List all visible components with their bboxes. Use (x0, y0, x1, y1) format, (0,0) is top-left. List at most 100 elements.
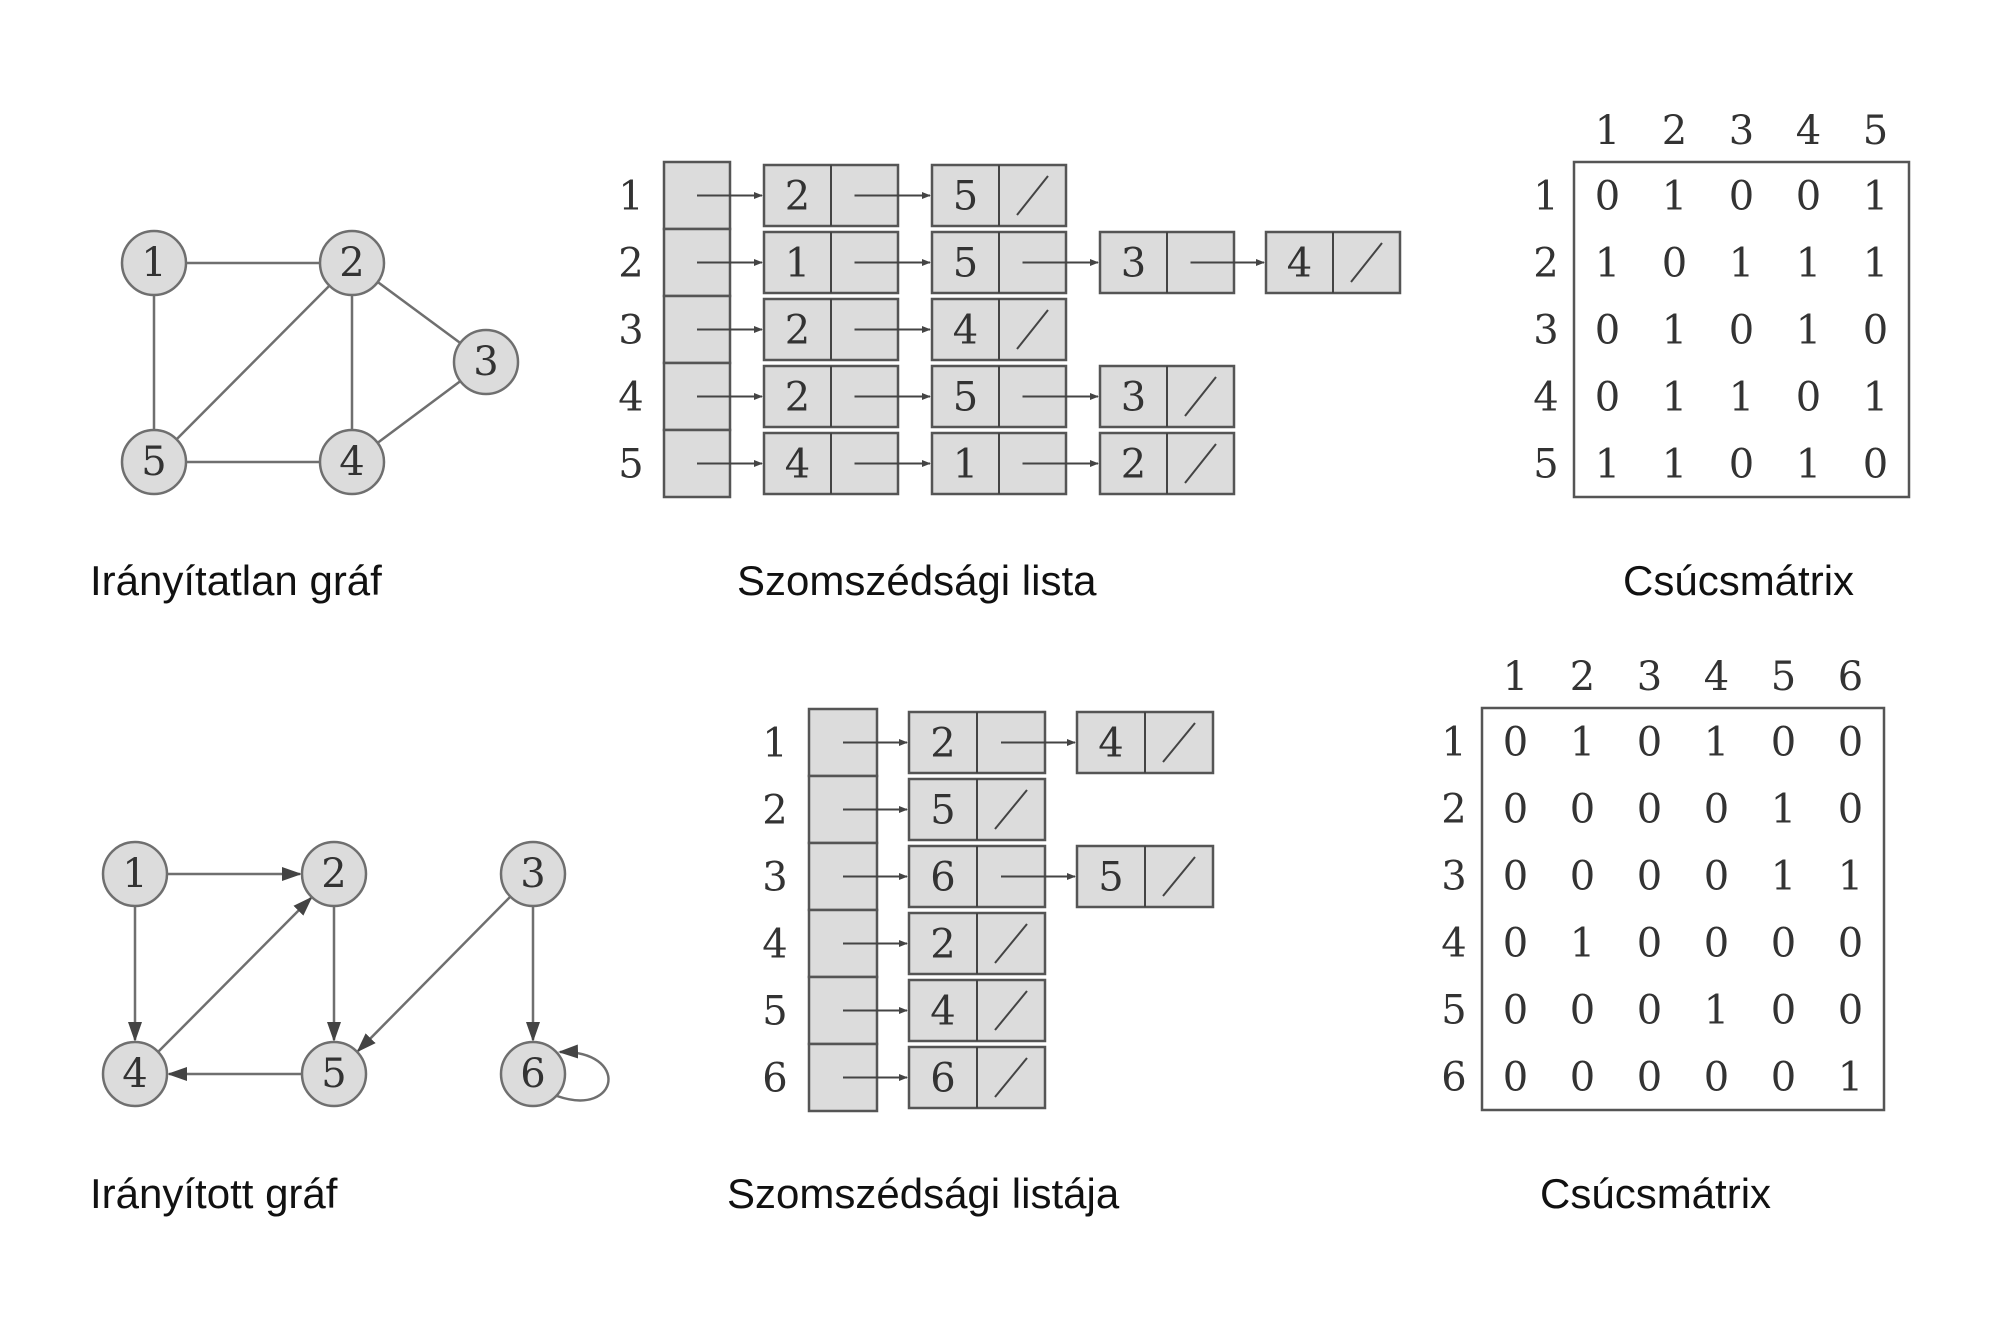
list-vertex-label: 2 (762, 788, 787, 834)
list-vertex-label: 4 (618, 375, 643, 421)
node-label: 6 (520, 1051, 545, 1097)
matrix-column-header: 1 (1595, 108, 1620, 154)
matrix-row-header: 3 (1533, 308, 1558, 354)
matrix-cell: 1 (1570, 921, 1595, 967)
list-node-value: 2 (930, 721, 955, 767)
matrix-cell: 1 (1771, 854, 1796, 900)
matrix-cell: 0 (1637, 720, 1662, 766)
list-node-value: 5 (953, 375, 978, 421)
matrix-row-header: 4 (1441, 921, 1466, 967)
list-node-value: 5 (953, 174, 978, 220)
matrix-cell: 0 (1704, 1055, 1729, 1101)
matrix-cell: 0 (1503, 921, 1528, 967)
null-slash (994, 923, 1028, 964)
matrix-row-header: 2 (1533, 241, 1558, 287)
list-node-value: 2 (1121, 442, 1146, 488)
matrix-cell: 0 (1838, 921, 1863, 967)
matrix-cell: 0 (1637, 1055, 1662, 1101)
matrix-cell: 1 (1662, 375, 1687, 421)
edge-6-to-6 (556, 1044, 610, 1102)
node-label: 5 (321, 1051, 346, 1097)
list-vertex-label: 2 (618, 241, 643, 287)
edge-4-to-2 (157, 896, 313, 1053)
graph-node (452, 328, 520, 396)
matrix-row-header: 5 (1533, 442, 1558, 488)
node-label: 4 (122, 1051, 147, 1097)
graph-node (318, 428, 386, 496)
matrix-cell: 0 (1570, 1055, 1595, 1101)
matrix-cell: 0 (1570, 787, 1595, 833)
matrix-cell: 1 (1729, 375, 1754, 421)
list-vertex-label: 6 (762, 1056, 787, 1102)
node-label: 4 (339, 439, 364, 485)
node-label: 2 (321, 851, 346, 897)
matrix-row-header: 1 (1533, 174, 1558, 220)
list-vertex-label: 4 (762, 922, 787, 968)
matrix-cell: 0 (1503, 988, 1528, 1034)
list-node-value: 5 (1098, 855, 1123, 901)
matrix-cell: 1 (1863, 375, 1888, 421)
matrix-cell: 0 (1637, 921, 1662, 967)
list-node-value: 2 (785, 375, 810, 421)
matrix-cell: 1 (1771, 787, 1796, 833)
matrix-cell: 1 (1662, 442, 1687, 488)
matrix-cell: 0 (1503, 1055, 1528, 1101)
list-node-value: 5 (930, 788, 955, 834)
matrix-column-header: 2 (1662, 108, 1687, 154)
matrix-column-header: 5 (1771, 654, 1796, 700)
matrix-cell: 0 (1704, 854, 1729, 900)
node-label: 1 (122, 851, 147, 897)
matrix-cell: 0 (1704, 787, 1729, 833)
list-vertex-label: 5 (618, 442, 643, 488)
null-slash (1184, 376, 1217, 417)
list-vertex-label: 3 (762, 855, 787, 901)
null-slash (994, 789, 1028, 830)
matrix-cell: 0 (1796, 375, 1821, 421)
graph-node (499, 840, 567, 908)
node-label: 2 (339, 240, 364, 286)
matrix-column-header: 3 (1637, 654, 1662, 700)
matrix-cell: 0 (1771, 720, 1796, 766)
list-vertex-label: 1 (618, 174, 643, 220)
matrix-cell: 0 (1729, 308, 1754, 354)
matrix-row-header: 3 (1441, 854, 1466, 900)
matrix-cell: 1 (1838, 854, 1863, 900)
matrix-cell: 0 (1662, 241, 1687, 287)
matrix-row-header: 5 (1441, 988, 1466, 1034)
list-node-value: 4 (953, 308, 978, 354)
matrix-cell: 1 (1595, 442, 1620, 488)
null-slash (1350, 242, 1383, 283)
adjacency-matrix-caption: Csúcsmátrix (1623, 557, 1854, 604)
list-node-value: 2 (785, 308, 810, 354)
list-node-value: 2 (785, 174, 810, 220)
list-node-value: 3 (1121, 375, 1146, 421)
directed-list-caption: Szomszédsági listája (727, 1170, 1120, 1217)
undirected-graph-caption: Irányítatlan gráf (90, 557, 382, 604)
null-slash (1016, 175, 1049, 216)
undirected-graph: 1 2 3 4 5 (120, 229, 520, 496)
graph-node (318, 229, 386, 297)
matrix-cell: 0 (1595, 308, 1620, 354)
matrix-cell: 0 (1838, 988, 1863, 1034)
graph-node (300, 1040, 368, 1108)
matrix-cell: 1 (1570, 720, 1595, 766)
list-node-value: 4 (1287, 241, 1312, 287)
graph-node (300, 840, 368, 908)
matrix-column-header: 5 (1863, 108, 1888, 154)
matrix-cell: 0 (1796, 174, 1821, 220)
matrix-cell: 0 (1637, 854, 1662, 900)
matrix-cell: 0 (1503, 787, 1528, 833)
matrix-cell: 1 (1729, 241, 1754, 287)
list-node-value: 1 (785, 241, 810, 287)
matrix-cell: 1 (1838, 1055, 1863, 1101)
matrix-cell: 0 (1838, 720, 1863, 766)
matrix-column-header: 2 (1570, 654, 1595, 700)
graph-node (101, 840, 169, 908)
edge-3-to-5 (356, 896, 511, 1053)
list-vertex-label: 5 (762, 989, 787, 1035)
edge-2-5 (153, 262, 353, 463)
list-node-value: 4 (785, 442, 810, 488)
